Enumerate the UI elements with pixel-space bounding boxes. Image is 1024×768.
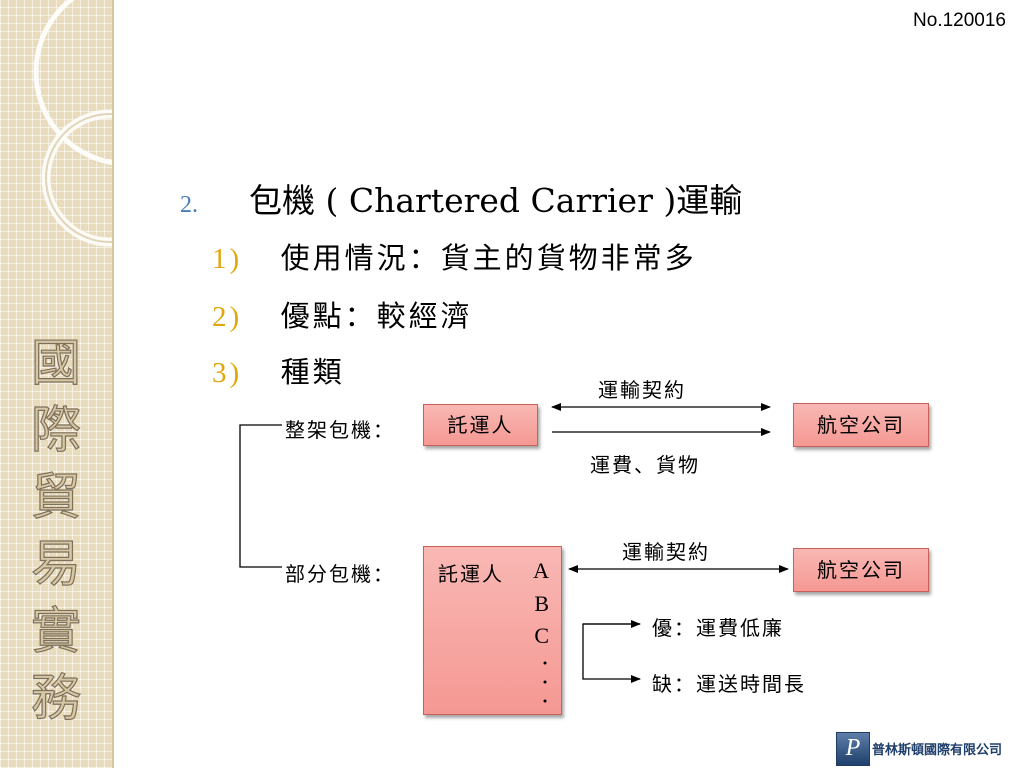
airline-box: 航空公司 bbox=[793, 403, 929, 447]
shipper-box: 託運人 bbox=[423, 404, 538, 446]
disadvantage-label: 缺：運送時間長 bbox=[652, 672, 806, 696]
point-item: 1) 使用情況：貨主的貨物非常多 bbox=[212, 240, 697, 277]
point-text: 使用情況：貨主的貨物非常多 bbox=[280, 241, 697, 275]
point-number: 1) bbox=[212, 243, 243, 275]
point-number: 2) bbox=[212, 301, 243, 333]
decorative-circles bbox=[33, 0, 112, 247]
point-text: 種類 bbox=[280, 355, 345, 389]
airline-box: 航空公司 bbox=[793, 548, 929, 592]
heading-number: 2. bbox=[180, 192, 198, 218]
airline-text: 航空公司 bbox=[817, 558, 905, 582]
slide-number: No.120016 bbox=[913, 10, 1006, 31]
partial-charter-label: 部分包機： bbox=[285, 562, 395, 586]
point-item: 3) 種類 bbox=[212, 354, 345, 391]
shipper-a: A bbox=[533, 558, 549, 583]
heading-text: 包機 ( Chartered Carrier )運輸 bbox=[249, 181, 743, 220]
company-logo: P 普林斯頓國際有限公司 bbox=[836, 730, 1024, 768]
advantage-label: 優：運費低廉 bbox=[652, 616, 784, 640]
full-charter-label: 整架包機： bbox=[285, 418, 395, 442]
airline-text: 航空公司 bbox=[817, 413, 905, 437]
company-name: 普林斯頓國際有限公司 bbox=[872, 743, 1003, 758]
point-text: 優點：較經濟 bbox=[280, 299, 473, 333]
shipper-text: 託運人 bbox=[447, 413, 514, 437]
shipper-b: B bbox=[534, 591, 549, 616]
decorative-side-band: 國 際 貿 易 實 務 bbox=[0, 0, 114, 768]
section-heading: 2. 包機 ( Chartered Carrier )運輸 bbox=[180, 181, 742, 225]
type-bracket bbox=[239, 424, 282, 568]
sidebar-title-char: 國 bbox=[30, 333, 81, 392]
ellipsis-dots bbox=[543, 661, 547, 703]
logo-mark-icon: P bbox=[836, 732, 870, 766]
sidebar-title-char: 際 bbox=[30, 400, 81, 459]
shipper-c: C bbox=[534, 623, 549, 648]
sidebar-title-char: 實 bbox=[30, 601, 81, 660]
sidebar-title-char: 務 bbox=[30, 668, 81, 727]
shipper-group-box: 託運人 A B C bbox=[423, 546, 562, 715]
point-number: 3) bbox=[212, 357, 243, 389]
contract-label: 運輸契約 bbox=[598, 378, 686, 402]
sidebar-title-char: 易 bbox=[30, 534, 81, 593]
sidebar-title: 國 際 貿 易 實 務 bbox=[18, 330, 94, 732]
point-item: 2) 優點：較經濟 bbox=[212, 298, 473, 335]
pro-con-bracket bbox=[582, 623, 641, 683]
freight-cargo-label: 運費、貨物 bbox=[590, 453, 700, 477]
shipper-text: 託運人 bbox=[438, 562, 504, 586]
contract-label: 運輸契約 bbox=[622, 540, 710, 564]
sidebar-title-char: 貿 bbox=[30, 467, 81, 526]
